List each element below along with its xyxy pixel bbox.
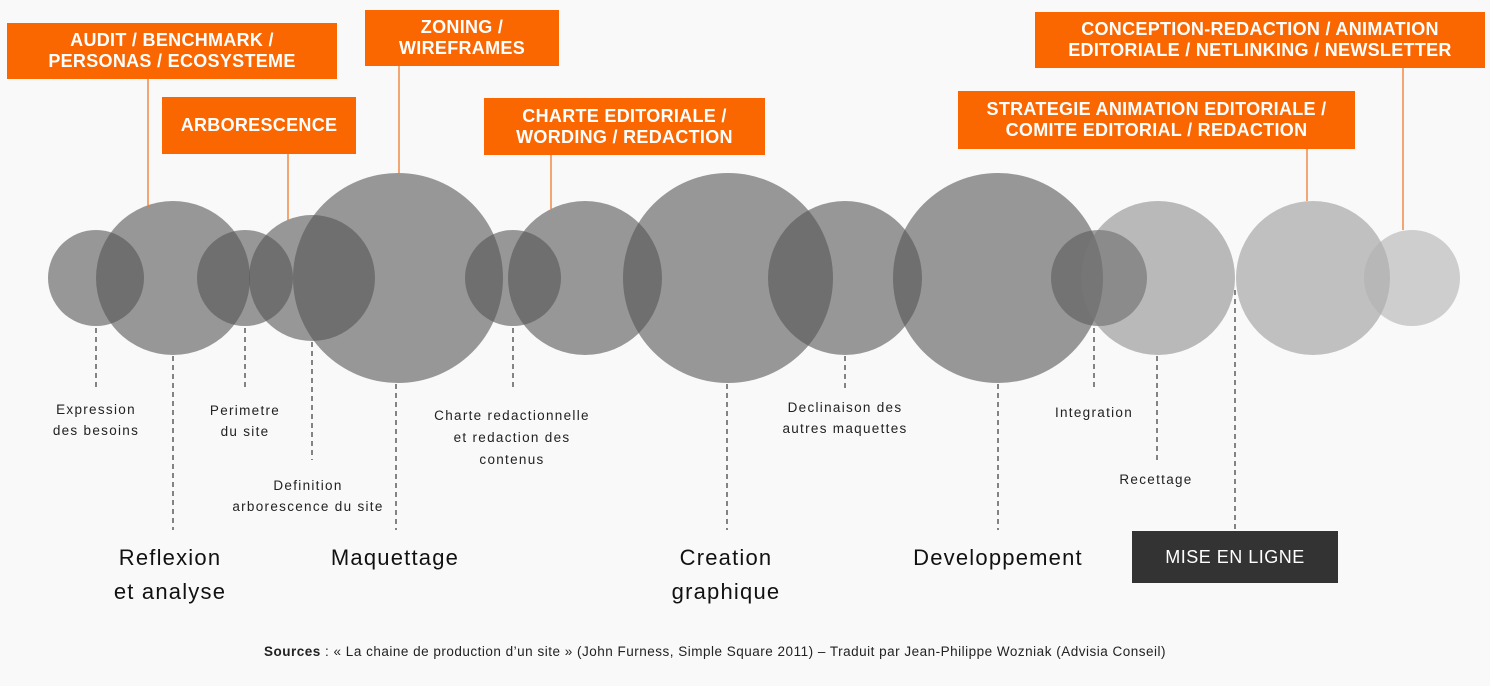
step-definition: Definition arborescence du site [218,475,398,517]
sources-note: Sources : « La chaine de production d’un… [0,644,1430,659]
box-zoning: ZONING / WIREFRAMES [365,10,559,66]
box-charte-line2: WORDING / REDACTION [516,126,733,147]
circle-reflexion [96,201,250,355]
circle-recettage [1081,201,1235,355]
mise-en-ligne-box: MISE EN LIGNE [1132,531,1338,583]
circle-maquettage [293,173,503,383]
box-arbo: ARBORESCENCE [162,97,356,154]
box-audit-line2: PERSONAS / ECOSYSTEME [48,51,296,71]
bottom-connectors [95,290,1236,530]
phase-reflexion-line2: et analyse [113,579,227,604]
step-perimetre-line1: Perimetre [209,403,281,418]
box-audit: AUDIT / BENCHMARK / PERSONAS / ECOSYSTEM… [7,23,337,79]
phase-maquettage: Maquettage [315,541,475,575]
box-conception: CONCEPTION-REDACTION / ANIMATION EDITORI… [1035,12,1485,68]
box-strategie-line2: COMITE EDITORIAL / REDACTION [1005,120,1308,140]
box-strategie: STRATEGIE ANIMATION EDITORIALE / COMITE … [958,91,1355,149]
step-integration-line1: Integration [1054,405,1134,420]
step-expression-line1: Expression [56,402,136,417]
step-declinaison: Declinaison des autres maquettes [770,397,920,439]
step-integration: Integration [1034,402,1154,423]
box-zoning-line2: WIREFRAMES [399,38,525,58]
circle-creation [623,173,833,383]
phase-creation-line2: graphique [671,579,781,604]
box-charte: CHARTE EDITORIALE / WORDING / REDACTION [484,98,765,155]
circle-charte-ed [508,201,662,355]
step-definition-line1: Definition [273,478,343,493]
circle-declinaison [768,201,922,355]
phase-reflexion-line1: Reflexion [118,545,222,570]
circle-conception [1364,230,1460,326]
step-charte-red-line2: et redaction des [453,430,571,445]
box-zoning-line1: ZONING / [420,17,504,37]
step-recettage-line1: Recettage [1119,472,1193,487]
phase-reflexion: Reflexion et analyse [90,541,250,609]
box-strategie-line1: STRATEGIE ANIMATION EDITORIALE / [986,99,1327,119]
step-declinaison-line2: autres maquettes [782,421,908,436]
box-audit-line1: AUDIT / BENCHMARK / [70,30,274,50]
phase-maquettage-line1: Maquettage [330,545,460,570]
step-expression: Expression des besoins [36,399,156,441]
top-connectors [147,66,1404,230]
step-perimetre-line2: du site [220,424,270,439]
phase-creation-line1: Creation [679,545,773,570]
step-charte-red: Charte redactionnelle et redaction des c… [412,405,612,471]
box-arbo-line1: ARBORESCENCE [180,115,338,135]
step-definition-line2: arborescence du site [232,499,384,514]
circle-developpement [893,173,1103,383]
phase-creation: Creation graphique [646,541,806,609]
step-perimetre: Perimetre du site [185,400,305,442]
sources-text: : « La chaine de production d’un site » … [320,644,1166,659]
step-expression-line2: des besoins [52,423,140,438]
phase-developpement: Developpement [898,541,1098,575]
circle-strategie [1236,201,1390,355]
step-charte-red-line3: contenus [479,452,545,467]
step-declinaison-line1: Declinaison des [787,400,903,415]
box-conception-line2: EDITORIALE / NETLINKING / NEWSLETTER [1068,40,1452,60]
step-recettage: Recettage [1096,469,1216,490]
phase-developpement-line1: Developpement [913,545,1083,570]
box-conception-line1: CONCEPTION-REDACTION / ANIMATION [1081,19,1439,39]
box-charte-line1: CHARTE EDITORIALE / [522,105,727,126]
sources-label: Sources [264,644,321,659]
circles-group [48,173,1460,383]
step-charte-red-line1: Charte redactionnelle [434,408,590,423]
